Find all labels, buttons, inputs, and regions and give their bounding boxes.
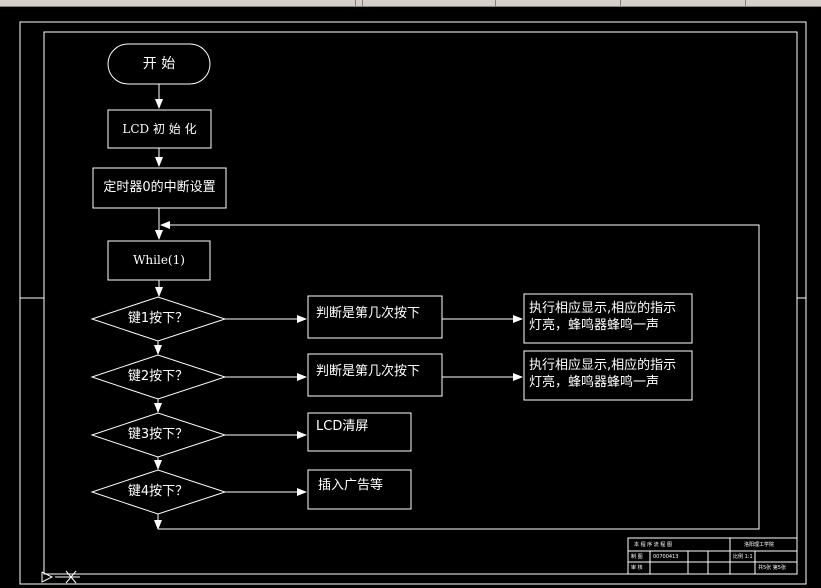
action-2b-line2: 灯亮，蜂鸣器蜂鸣一声 [529,375,660,390]
action-box-3 [307,412,412,452]
inner-frame [43,31,798,575]
toolbar-separator [362,0,363,6]
action-1b-line2: 灯亮，蜂鸣器蜂鸣一声 [529,318,660,333]
action-box-4 [307,469,412,510]
title-block-company: 洛阳理工学院 [744,542,775,548]
timer-setup-label: 定时器0的中断设置 [103,180,216,195]
title-block-drawn-value: 00700413 [653,554,679,560]
action-1b-line1: 执行相应显示,相应的指示 [529,301,677,316]
title-block [627,537,798,575]
action-1a-label: 判断是第几次按下 [316,306,421,321]
decision-3-label: 键3按下？ [127,427,189,442]
decision-2-label: 键2按下？ [127,369,189,384]
action-box-1a [307,295,443,339]
decision-4-label: 键4按下？ [127,484,189,499]
lcd-init-label: LCD 初 始 化 [122,122,197,136]
decision-1-label: 键1按下？ [127,311,189,326]
action-2a-label: 判断是第几次按下 [316,364,421,379]
start-label: 开 始 [142,56,176,72]
toolbar-separator [745,0,746,6]
ucs-icon [41,571,54,583]
toolbar-separator [495,0,496,6]
action-box-1b [523,293,693,344]
outer-frame [19,21,807,585]
while-label: While(1) [133,253,185,267]
title-block-checked: 审 核 [631,565,643,571]
toolbar-separator [355,0,356,6]
title-block-drawn: 制 图 [631,554,643,560]
title-block-heading: 本 程 序 流 程 图 [634,542,672,548]
title-block-scale: 比例 1:1 [733,554,753,560]
action-4-label: 插入广告等 [318,478,384,493]
loop-back-arrow [158,221,760,530]
action-3-label: LCD清屏 [316,419,369,434]
action-2b-line1: 执行相应显示,相应的指示 [529,358,677,373]
toolbar-separator [620,0,621,6]
window-top-edge [0,0,821,7]
title-block-sheet: 共5张 第5张 [758,565,786,571]
action-box-2a [307,353,443,397]
action-box-2b [523,350,693,401]
